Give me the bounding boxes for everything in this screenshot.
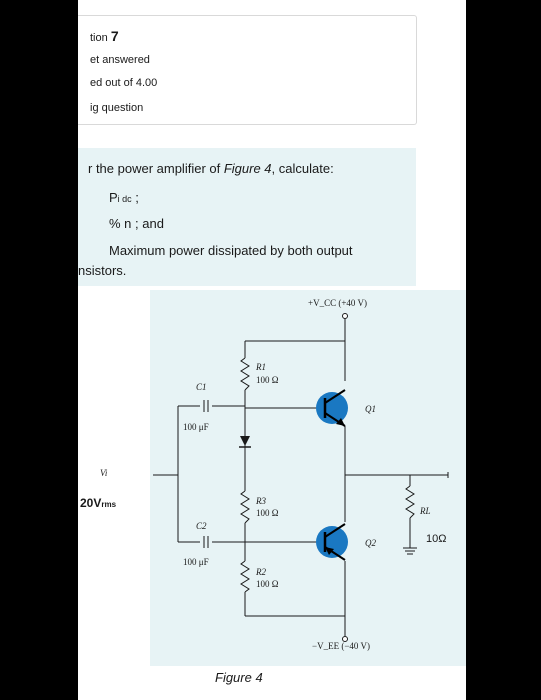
intro-figure-ref: Figure 4 bbox=[223, 161, 272, 176]
diode-icon bbox=[240, 436, 250, 446]
c1-value: 100 μF bbox=[183, 422, 209, 432]
r1-name: R1 bbox=[255, 362, 266, 372]
c2-value: 100 μF bbox=[183, 557, 209, 567]
figure-caption: Figure 4 bbox=[215, 670, 263, 685]
r2-name: R2 bbox=[255, 567, 266, 577]
q1-name: Q1 bbox=[365, 404, 376, 414]
question-status: et answered bbox=[90, 54, 150, 66]
question-item-3: Maximum power dissipated by both output bbox=[109, 243, 353, 258]
transistor-q1-icon bbox=[316, 389, 348, 427]
question-text-box: r the power amplifier of Figure 4, calcu… bbox=[78, 148, 416, 286]
item1-tail: ; bbox=[131, 190, 139, 205]
r2-value: 100 Ω bbox=[256, 579, 279, 589]
question-item-1: Pi dc ; bbox=[109, 190, 139, 205]
circuit-diagram: +V_CC (+40 V) −V_EE (−40 V) R1 100 Ω R3 … bbox=[80, 298, 449, 651]
c1-name: C1 bbox=[196, 382, 207, 392]
question-info-card: tion 7 et answered ed out of 4.00 ig que… bbox=[78, 15, 417, 125]
intro-suffix: , calculate: bbox=[271, 161, 334, 176]
vin-label: 20Vrms bbox=[80, 496, 117, 510]
quiz-page: tion 7 et answered ed out of 4.00 ig que… bbox=[78, 0, 466, 700]
item1-main: P bbox=[109, 190, 118, 205]
c2-name: C2 bbox=[196, 521, 207, 531]
question-number: tion 7 bbox=[90, 28, 119, 44]
r1-value: 100 Ω bbox=[256, 375, 279, 385]
flag-question-link[interactable]: ig question bbox=[90, 102, 144, 114]
question-number-value: 7 bbox=[110, 28, 119, 44]
q2-name: Q2 bbox=[365, 538, 376, 548]
vee-label: −V_EE (−40 V) bbox=[312, 641, 370, 651]
rl-value: 10Ω bbox=[426, 533, 446, 545]
transistor-q2-icon bbox=[316, 523, 348, 561]
question-item-3-cont: nsistors. bbox=[78, 263, 127, 278]
question-intro: r the power amplifier of Figure 4, calcu… bbox=[88, 161, 334, 176]
vcc-label: +V_CC (+40 V) bbox=[308, 298, 367, 308]
vin-sub: rms bbox=[101, 500, 116, 509]
vi-label: Vi bbox=[100, 468, 108, 478]
question-label: tion bbox=[90, 32, 108, 44]
item1-sub: i dc bbox=[117, 194, 132, 204]
intro-prefix: r the power amplifier of bbox=[88, 161, 224, 176]
r3-value: 100 Ω bbox=[256, 508, 279, 518]
rl-name: RL bbox=[419, 506, 431, 516]
circuit-background bbox=[150, 290, 466, 666]
r3-name: R3 bbox=[255, 496, 266, 506]
question-item-2: % n ; and bbox=[109, 216, 164, 231]
vin-value: 20V bbox=[80, 496, 101, 510]
question-marks: ed out of 4.00 bbox=[90, 77, 158, 89]
circuit-figure: +V_CC (+40 V) −V_EE (−40 V) R1 100 Ω R3 … bbox=[78, 286, 466, 700]
